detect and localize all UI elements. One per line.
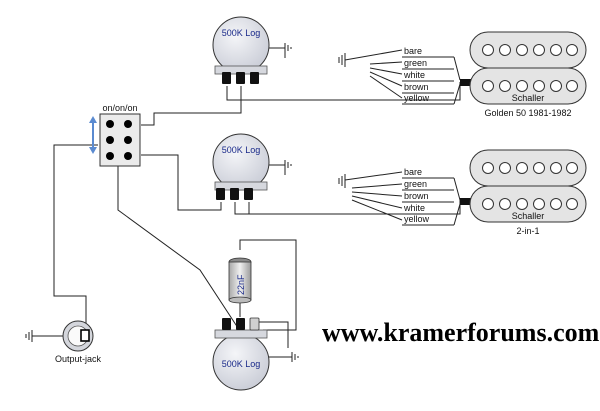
pot-label: 500K Log [222, 359, 261, 369]
ground-icon [284, 43, 292, 53]
wire-label: brown [404, 82, 429, 92]
ground-icon [338, 174, 346, 188]
humbucker-bottom: Schaller 2-in-1 bare green brown white y… [403, 149, 587, 236]
wire-label: bare [404, 167, 422, 177]
capacitor-label: 22nF [236, 274, 246, 295]
ground-symbols [25, 43, 346, 362]
wire-label: green [404, 179, 427, 189]
volume-pot-top: 500K Log [212, 16, 270, 84]
ground-icon [291, 352, 299, 362]
pickup-model: 2-in-1 [516, 226, 539, 236]
pot-label: 500K Log [222, 145, 261, 155]
double-arrow-icon [89, 116, 97, 154]
wire-label: white [403, 203, 425, 213]
pickup-brand: Schaller [512, 93, 545, 103]
site-watermark: www.kramerforums.com [322, 318, 600, 347]
wiring [53, 47, 461, 358]
pole-pieces [482, 44, 578, 92]
pickup-brand: Schaller [512, 211, 545, 221]
ground-icon [338, 53, 346, 67]
ground-icon [25, 330, 68, 342]
pot-label: 500K Log [222, 28, 261, 38]
pickup-model: Golden 50 1981-1982 [484, 108, 571, 118]
ground-icon [284, 160, 292, 170]
switch-label: on/on/on [102, 103, 137, 113]
wire-label: bare [404, 46, 422, 56]
capacitor: 22nF [228, 257, 252, 304]
output-jack-label: Output-jack [55, 354, 102, 364]
wire-label: white [403, 70, 425, 80]
wire-label: green [404, 58, 427, 68]
pole-pieces [482, 162, 578, 210]
volume-pot-middle: 500K Log [212, 133, 270, 200]
tone-pot-bottom: 500K Log [212, 317, 270, 391]
wire-label: yellow [404, 214, 430, 224]
wire-label: brown [404, 191, 429, 201]
output-jack: Output-jack [55, 320, 102, 364]
humbucker-top: Schaller Golden 50 1981-1982 bare green … [403, 31, 587, 118]
wire-label: yellow [404, 93, 430, 103]
toggle-switch: on/on/on [89, 103, 141, 167]
